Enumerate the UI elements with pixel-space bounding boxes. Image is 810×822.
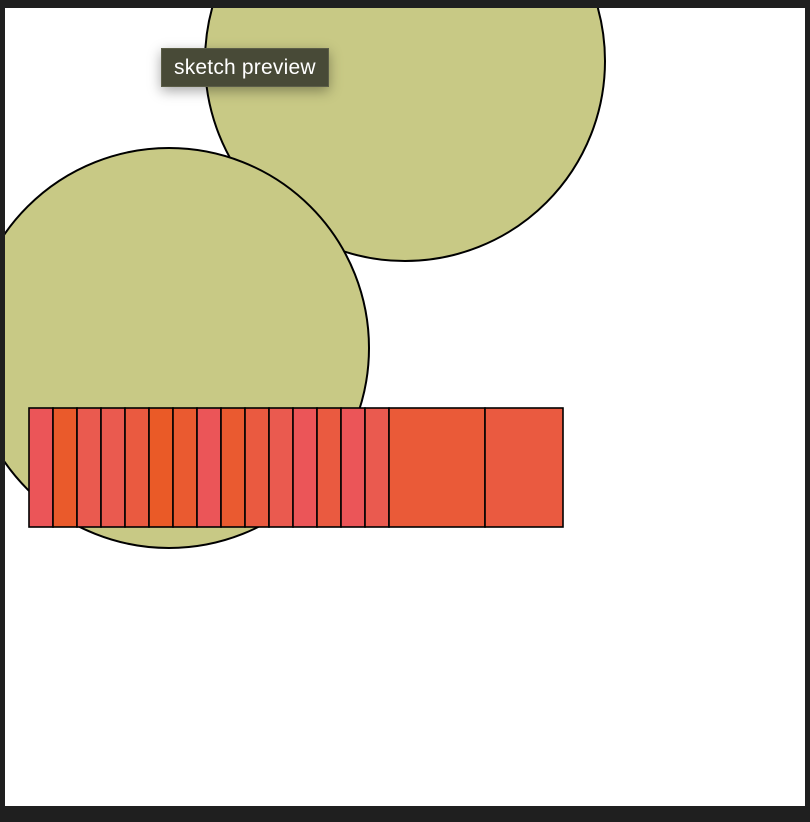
bar-rect-2	[52, 407, 78, 528]
bar-rect-15	[364, 407, 390, 528]
bar-rect-17	[484, 407, 564, 528]
bar-rect-11	[268, 407, 294, 528]
sketch-canvas: sketch preview	[5, 8, 805, 806]
bar-rect-8	[196, 407, 222, 528]
bar-rect-7	[172, 407, 198, 528]
bar-rect-1	[28, 407, 54, 528]
sketch-drawing	[5, 8, 606, 549]
bar-rect-14	[340, 407, 366, 528]
bar-rect-9	[220, 407, 246, 528]
bar-rect-16	[388, 407, 486, 528]
bar-rect-4	[100, 407, 126, 528]
bar-strip	[28, 407, 564, 528]
bar-rect-12	[292, 407, 318, 528]
bar-rect-10	[244, 407, 270, 528]
bar-rect-6	[148, 407, 174, 528]
bar-rect-3	[76, 407, 102, 528]
bar-rect-5	[124, 407, 150, 528]
bar-rect-13	[316, 407, 342, 528]
sketch-preview-tooltip: sketch preview	[161, 48, 329, 87]
